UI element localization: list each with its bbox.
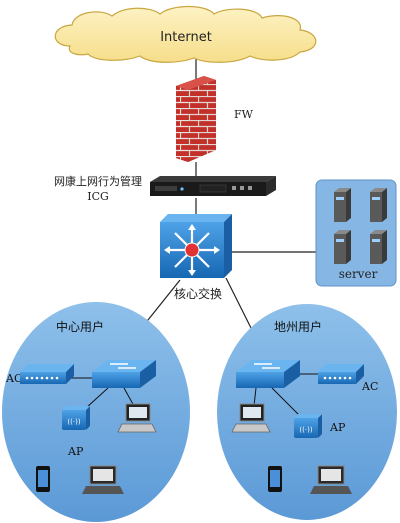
center-ac-label: AC [5,372,22,385]
server-icon [370,230,387,264]
core-switch-icon [160,214,232,278]
server-label: server [339,267,378,281]
access-point-icon: ((·)) [294,414,322,438]
access-switch-icon [92,360,156,388]
regional-ac-label: AC [361,380,378,393]
regional-ap-label: AP [329,421,346,434]
icg-appliance-icon [150,176,276,196]
access-controller-icon [20,364,74,384]
svg-text:((·)): ((·)) [67,418,80,426]
internet-label: Internet [160,30,212,45]
desktop-computer-icon [117,403,157,433]
line-core-regional [225,277,253,331]
svg-text:((·)): ((·)) [299,426,312,434]
internet-cloud: Internet [54,5,317,63]
server-group: server [315,179,397,287]
access-point-icon: ((·)) [62,406,90,430]
icg-label-line1: 网康上网行为管理 [54,174,142,188]
access-switch-icon [236,360,300,388]
center-ap-label: AP [67,445,84,458]
center-users-title: 中心用户 [56,319,104,334]
laptop-icon [310,465,352,494]
desktop-computer-icon [231,403,271,433]
access-controller-icon [318,364,364,384]
firewall-icon [176,76,216,162]
server-icon [334,230,351,264]
center-users-group: 中心用户 AC AP [2,302,190,522]
firewall-label: FW [234,108,254,121]
icg-label-line2: ICG [87,190,109,203]
laptop-icon [82,465,124,494]
mobile-phone-icon [268,466,282,492]
mobile-phone-icon [36,466,50,492]
server-icon [334,188,351,222]
core-switch-label: 核心交换 [174,286,222,301]
server-icon [370,188,387,222]
regional-users-group: 地州用户 AC AP [217,304,397,520]
regional-users-title: 地州用户 [274,319,322,334]
